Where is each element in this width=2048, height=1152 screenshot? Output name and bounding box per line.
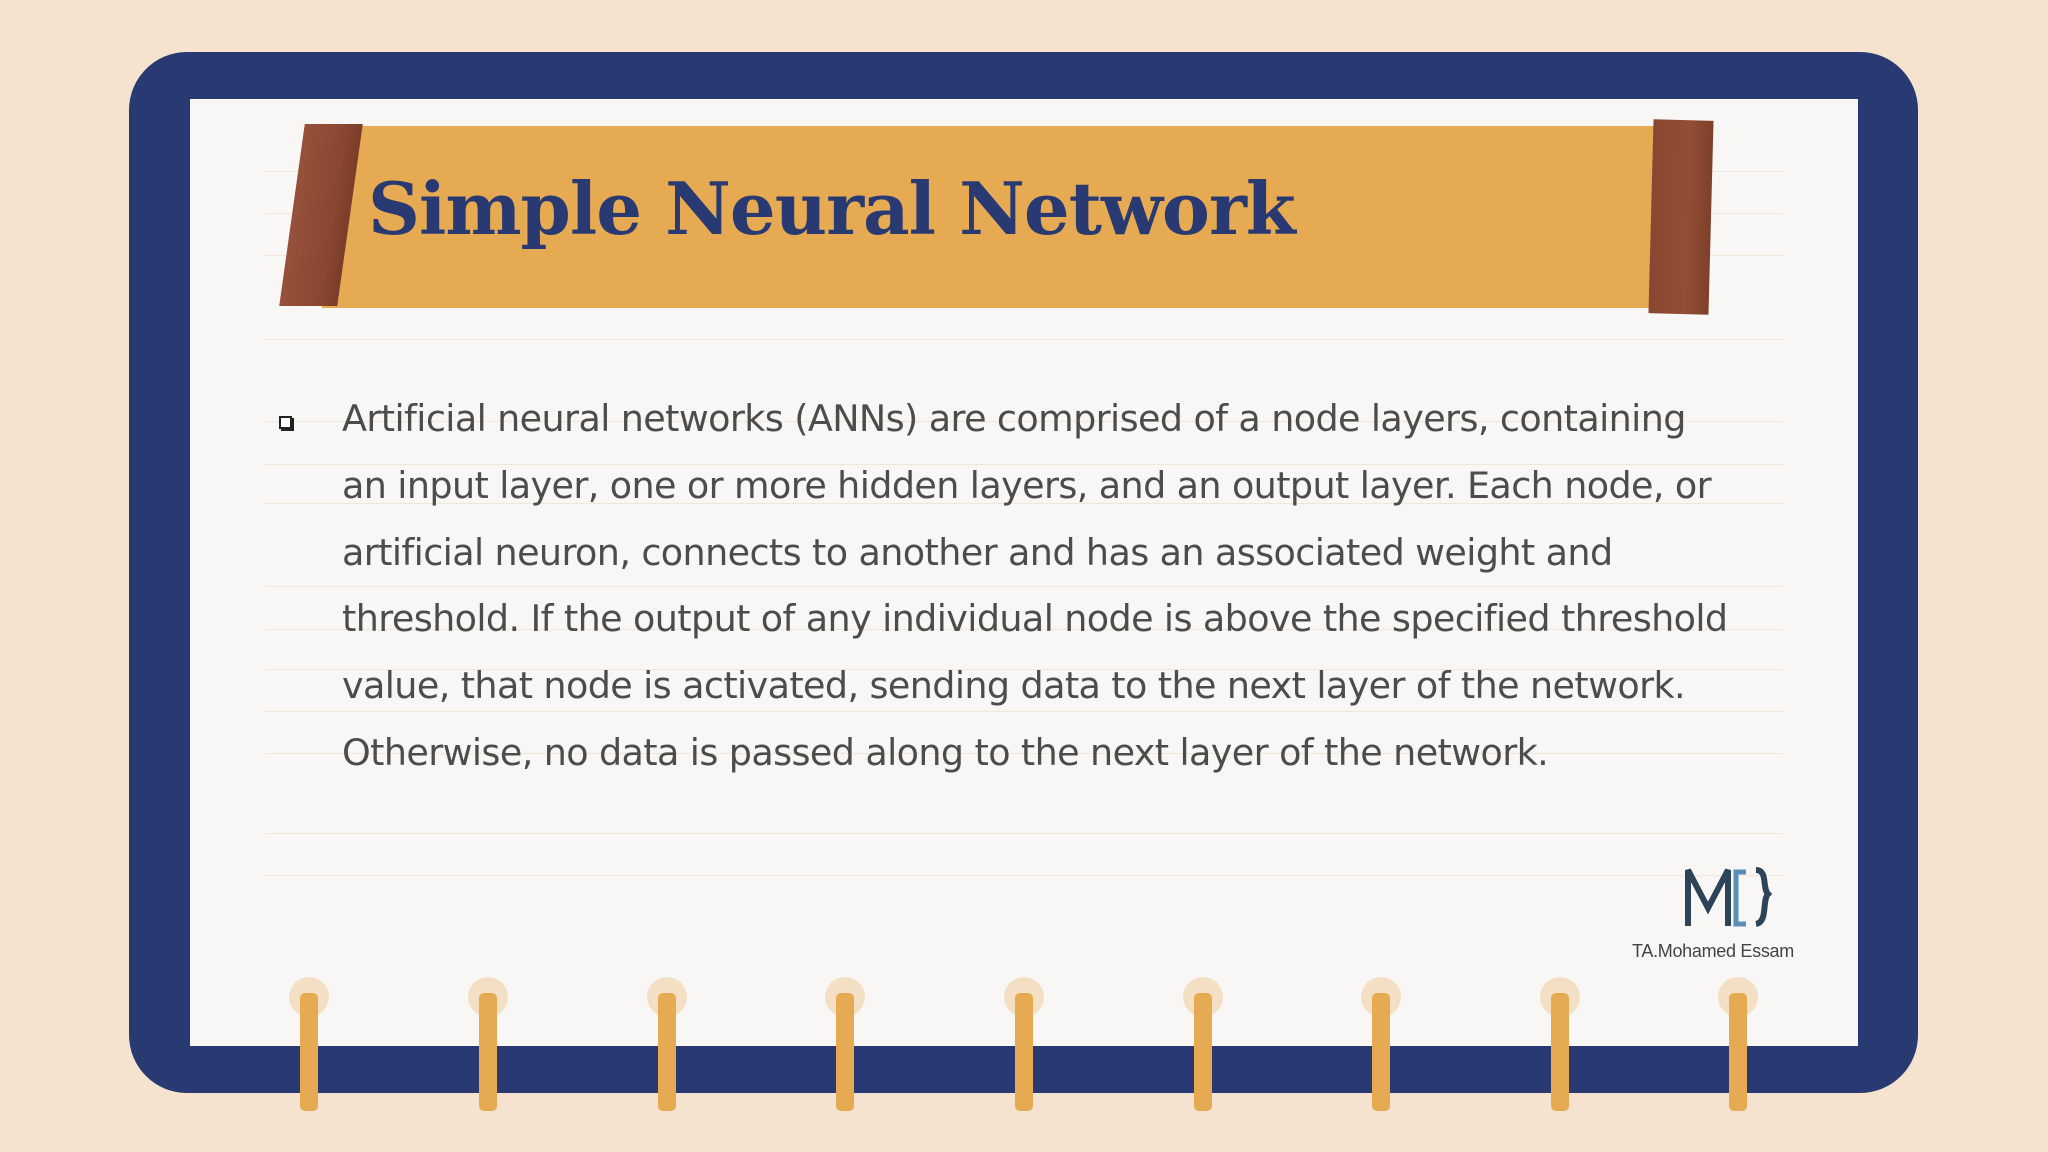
square-bullet-icon — [279, 416, 292, 429]
paper-line — [265, 464, 1783, 465]
body-line: Otherwise, no data is passed along to th… — [342, 730, 1549, 774]
title-banner — [322, 126, 1684, 308]
mohamed-essam-logo-icon — [1685, 867, 1773, 927]
author-name: TA.Mohamed Essam — [1632, 941, 1794, 961]
slide-title: Simple Neural Network — [368, 166, 1296, 251]
body-line: an input layer, one or more hidden layer… — [342, 463, 1712, 507]
body-line: artificial neuron, connects to another a… — [342, 530, 1613, 574]
paper-line — [265, 586, 1783, 587]
paper-line — [265, 339, 1783, 340]
paper-line — [265, 503, 1783, 504]
paper-line — [265, 711, 1783, 712]
body-line: Artificial neural networks (ANNs) are co… — [342, 397, 1686, 440]
paper-line — [265, 833, 1783, 834]
paper-line — [265, 421, 1783, 422]
paper-line — [265, 629, 1783, 630]
paper-line — [265, 753, 1783, 754]
body-paragraph: Artificial neural networks (ANNs) are co… — [342, 386, 1762, 787]
paper-line — [265, 669, 1783, 670]
tape-right-decoration — [1648, 119, 1714, 315]
body-line: threshold. If the output of any individu… — [342, 597, 1728, 641]
body-line: value, that node is activated, sending d… — [342, 664, 1686, 708]
paper-line — [265, 875, 1783, 876]
